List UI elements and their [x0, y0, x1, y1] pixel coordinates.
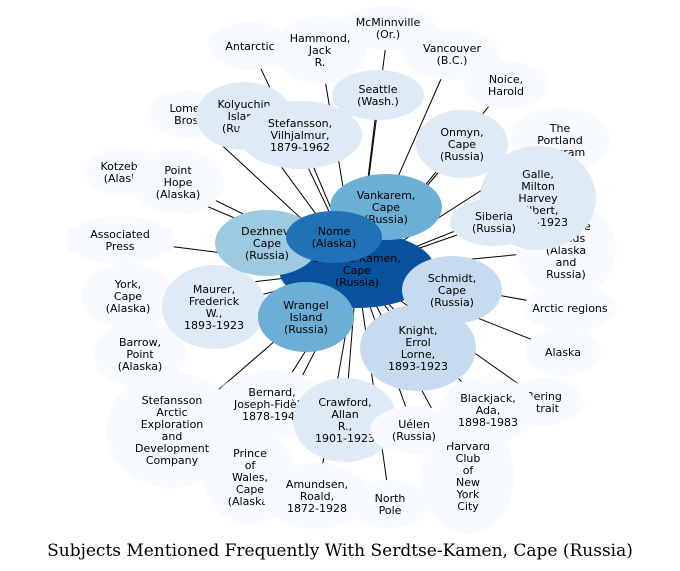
node-vancouver: Vancouver(B.C.) — [404, 28, 500, 80]
node-amundsen: Amundsen,Roald,1872-1928 — [263, 463, 371, 529]
node-northpole-bubble — [350, 480, 430, 528]
node-arctic: Arctic regions — [524, 284, 616, 332]
node-stefansson_v-label: Stefansson,Vilhjalmur,1879-1962 — [268, 117, 332, 154]
node-pointhope-bubble — [132, 149, 224, 215]
node-associated-bubble — [64, 216, 176, 264]
node-seattle: Seattle(Wash.) — [332, 70, 424, 120]
node-onmyn: Onmyn,Cape(Russia) — [416, 110, 508, 178]
node-seattle-bubble — [332, 70, 424, 120]
node-amundsen-bubble — [263, 463, 371, 529]
node-siberia-label: Siberia(Russia) — [472, 210, 516, 235]
node-onmyn-bubble — [416, 110, 508, 178]
node-stefansson_v: Stefansson,Vilhjalmur,1879-1962 — [238, 101, 362, 169]
node-york-label: York,Cape(Alaska) — [106, 278, 151, 315]
node-hammond-bubble — [274, 16, 366, 84]
node-uelen-label: Uélen(Russia) — [392, 418, 436, 443]
node-onmyn-label: Onmyn,Cape(Russia) — [440, 126, 484, 163]
node-blackjack: Blackjack,Ada,1898-1983 — [440, 376, 536, 444]
node-blackjack-label: Blackjack,Ada,1898-1983 — [458, 392, 518, 429]
node-amundsen-label: Amundsen,Roald,1872-1928 — [286, 478, 348, 515]
node-vankarem-label: Vankarem,Cape(Russia) — [357, 189, 416, 226]
node-alaska: Alaska — [525, 328, 601, 376]
node-noice: Noice,Harold — [464, 61, 548, 109]
node-mcminnville-bubble — [340, 6, 436, 50]
node-antarctic-label: Antarctic — [225, 40, 274, 53]
node-alaska-label: Alaska — [545, 346, 581, 359]
node-dezhnev-label: Dezhnev,Cape(Russia) — [241, 225, 293, 262]
node-nome-label: Nome(Alaska) — [312, 225, 357, 250]
node-vancouver-bubble — [404, 28, 500, 80]
node-nome-bubble — [286, 211, 382, 263]
node-seattle-label: Seattle(Wash.) — [357, 83, 399, 108]
node-antarctic: Antarctic — [208, 22, 292, 70]
node-siberia: Siberia(Russia) — [450, 198, 538, 246]
node-arctic-bubble — [524, 284, 616, 332]
diagram-title: Subjects Mentioned Frequently With Serdt… — [47, 541, 633, 561]
node-schmidt-bubble — [402, 256, 502, 324]
node-antarctic-bubble — [208, 22, 292, 70]
node-alaska-bubble — [525, 328, 601, 376]
node-barrow-label: Barrow,Point(Alaska) — [118, 336, 163, 373]
node-maurer-bubble — [162, 265, 266, 349]
node-schmidt-label: Schmidt,Cape(Russia) — [428, 272, 477, 309]
node-mcminnville: McMinnville(Or.) — [340, 6, 436, 50]
node-mcminnville-label: McMinnville(Or.) — [356, 16, 421, 41]
node-wrangel-bubble — [258, 282, 354, 352]
node-crawford-bubble — [293, 378, 397, 462]
node-york-bubble — [82, 263, 174, 329]
node-bernard-label: Bernard,Joseph-Fidèle,1878-1943 — [233, 386, 310, 423]
node-noice-bubble — [464, 61, 548, 109]
node-stefansson_arctic-bubble — [106, 372, 238, 488]
node-siberia-bubble — [450, 198, 538, 246]
node-knight-bubble — [360, 305, 476, 391]
node-schmidt: Schmidt,Cape(Russia) — [402, 256, 502, 324]
node-nome: Nome(Alaska) — [286, 211, 382, 263]
node-barrow-bubble — [94, 321, 186, 387]
node-vancouver-label: Vancouver(B.C.) — [423, 42, 481, 67]
node-barrow: Barrow,Point(Alaska) — [94, 321, 186, 387]
node-stefansson_v-bubble — [238, 101, 362, 169]
node-noice-label: Noice,Harold — [488, 73, 524, 98]
node-uelen: Uélen(Russia) — [370, 406, 458, 454]
node-uelen-bubble — [370, 406, 458, 454]
node-blackjack-bubble — [440, 376, 536, 444]
node-york: York,Cape(Alaska) — [82, 263, 174, 329]
node-arctic-label: Arctic regions — [532, 302, 608, 315]
